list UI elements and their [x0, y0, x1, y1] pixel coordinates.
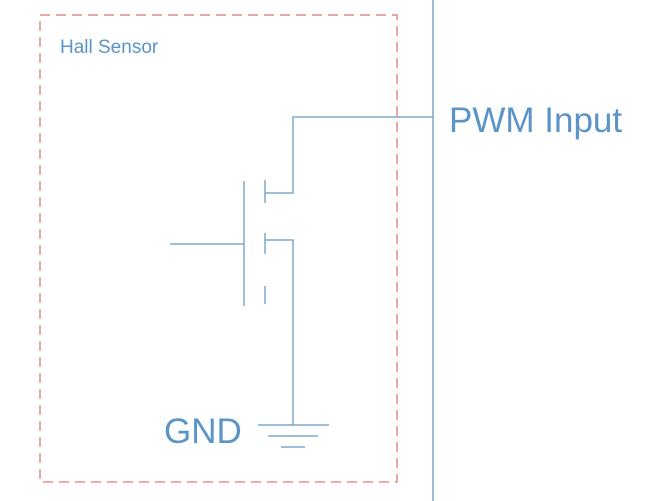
ground-icon: [258, 424, 329, 448]
hall-sensor-box: [39, 14, 398, 483]
source-wire: [265, 239, 294, 425]
drain-wire: [265, 116, 433, 194]
hall-sensor-title: Hall Sensor: [60, 37, 159, 58]
pwm-input-label: PWM Input: [449, 101, 623, 140]
gnd-label: GND: [164, 412, 242, 451]
